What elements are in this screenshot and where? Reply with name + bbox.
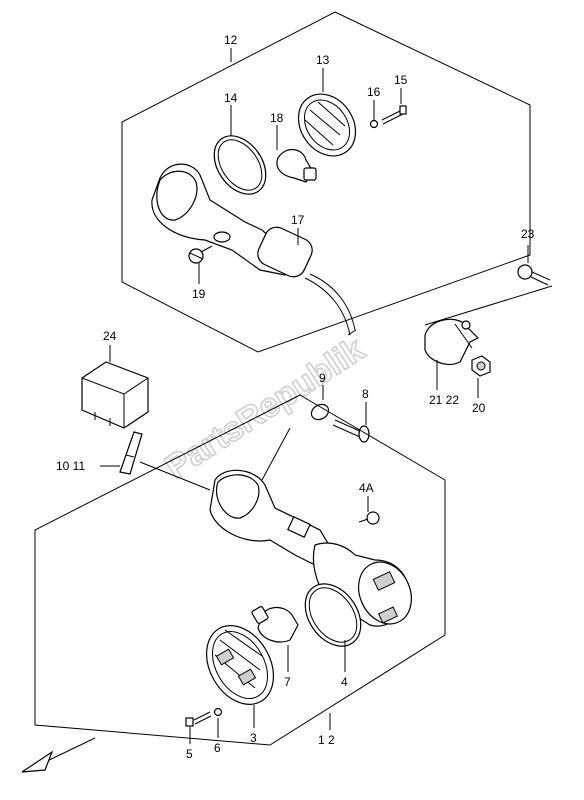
- screw-8: [332, 419, 370, 443]
- callout-4a: 4A: [359, 481, 374, 495]
- watermark: PartsRepublik: [159, 330, 372, 486]
- callout-6: 6: [214, 741, 221, 755]
- callout-13: 13: [316, 53, 330, 67]
- lower-assembly-frame: [34, 394, 446, 746]
- callout-18: 18: [270, 111, 284, 125]
- screw-23: [517, 264, 551, 286]
- bulb-18: [276, 149, 317, 183]
- bracket-21-22: [424, 318, 480, 365]
- washer-6: [213, 707, 223, 717]
- clip-10-11: [119, 431, 143, 475]
- callout-17: 17: [291, 213, 305, 227]
- callout-5: 5: [186, 747, 193, 761]
- callout-15: 15: [394, 73, 408, 87]
- callout-24: 24: [103, 329, 117, 343]
- callout-20: 20: [472, 401, 486, 415]
- callout-19: 19: [192, 287, 206, 301]
- callout-9: 9: [319, 371, 326, 385]
- callout-23: 23: [521, 227, 535, 241]
- callout-4: 4: [341, 675, 348, 689]
- lens-13: [297, 93, 357, 157]
- screw-5: [185, 711, 212, 727]
- callout-3: 3: [250, 731, 257, 745]
- screw-19: [188, 245, 213, 264]
- callout-12: 12: [224, 33, 238, 47]
- screw-15: [381, 105, 407, 125]
- screw-4a: [358, 511, 380, 525]
- callout-10-11: 10 11: [56, 459, 85, 473]
- callout-1-2: 1 2: [318, 733, 335, 747]
- front-direction-arrow: [21, 737, 96, 773]
- callout-8: 8: [362, 387, 369, 401]
- upper-signal-housing: [151, 163, 357, 336]
- lower-signal-housing: [209, 469, 412, 627]
- callout-7: 7: [284, 675, 291, 689]
- relay-24: [81, 361, 149, 429]
- callout-16: 16: [367, 85, 381, 99]
- callout-14: 14: [224, 91, 238, 105]
- upper-assembly-frame: [121, 11, 531, 353]
- callout-21-22: 21 22: [429, 393, 459, 407]
- gasket-14: [213, 135, 267, 195]
- lens-3: [205, 625, 275, 705]
- bulb-7: [251, 606, 299, 643]
- washer-16: [369, 119, 379, 129]
- nut-20: [471, 355, 491, 377]
- spacer-9: [310, 403, 330, 421]
